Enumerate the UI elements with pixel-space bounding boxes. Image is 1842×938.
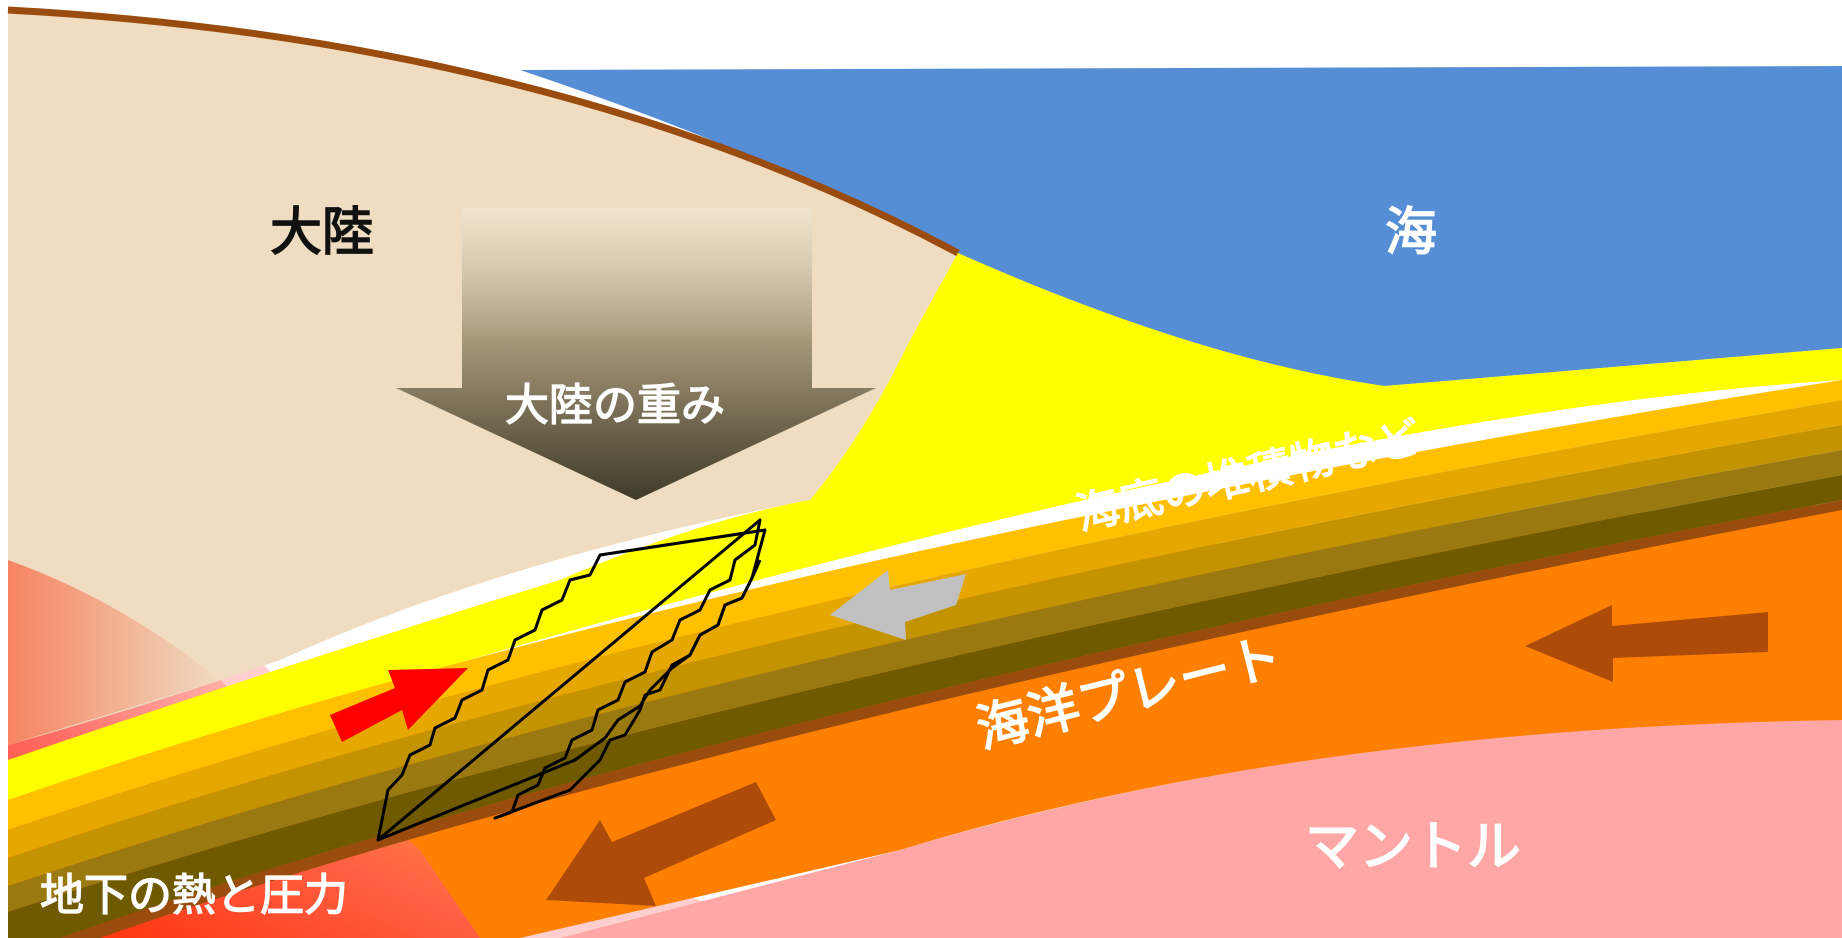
continent-heat-tint [8, 560, 220, 745]
down-left-arrow-icon [546, 782, 776, 906]
sea-label: 海 [1385, 203, 1437, 263]
oceanic-plate-region [8, 505, 1842, 938]
sediment-layer-2 [8, 400, 1842, 858]
continent-label: 大陸 [270, 203, 374, 263]
left-arrow-icon [1525, 605, 1768, 682]
accretion-block [376, 528, 767, 842]
left-arrow-icon [830, 570, 966, 640]
continent-surface-line [7, 6, 960, 257]
down-arrow-icon [396, 208, 876, 500]
sediment-layer-1 [8, 380, 1842, 830]
right-arrow-icon [330, 668, 468, 742]
continent-weight-label: 大陸の重み [505, 380, 725, 431]
sediment-wedge [8, 253, 1842, 800]
plate-top-edge [60, 500, 1842, 938]
mantle-region-right [560, 712, 1842, 938]
underground-heat-pressure-label: 地下の熱と圧力 [40, 870, 348, 921]
mantle-label: マントル [1305, 815, 1521, 878]
sea-region [520, 66, 1842, 386]
sediment-layer-4 [8, 450, 1842, 912]
sediment-layer-3 [8, 425, 1842, 886]
sediment-layer-5 [8, 475, 1842, 938]
